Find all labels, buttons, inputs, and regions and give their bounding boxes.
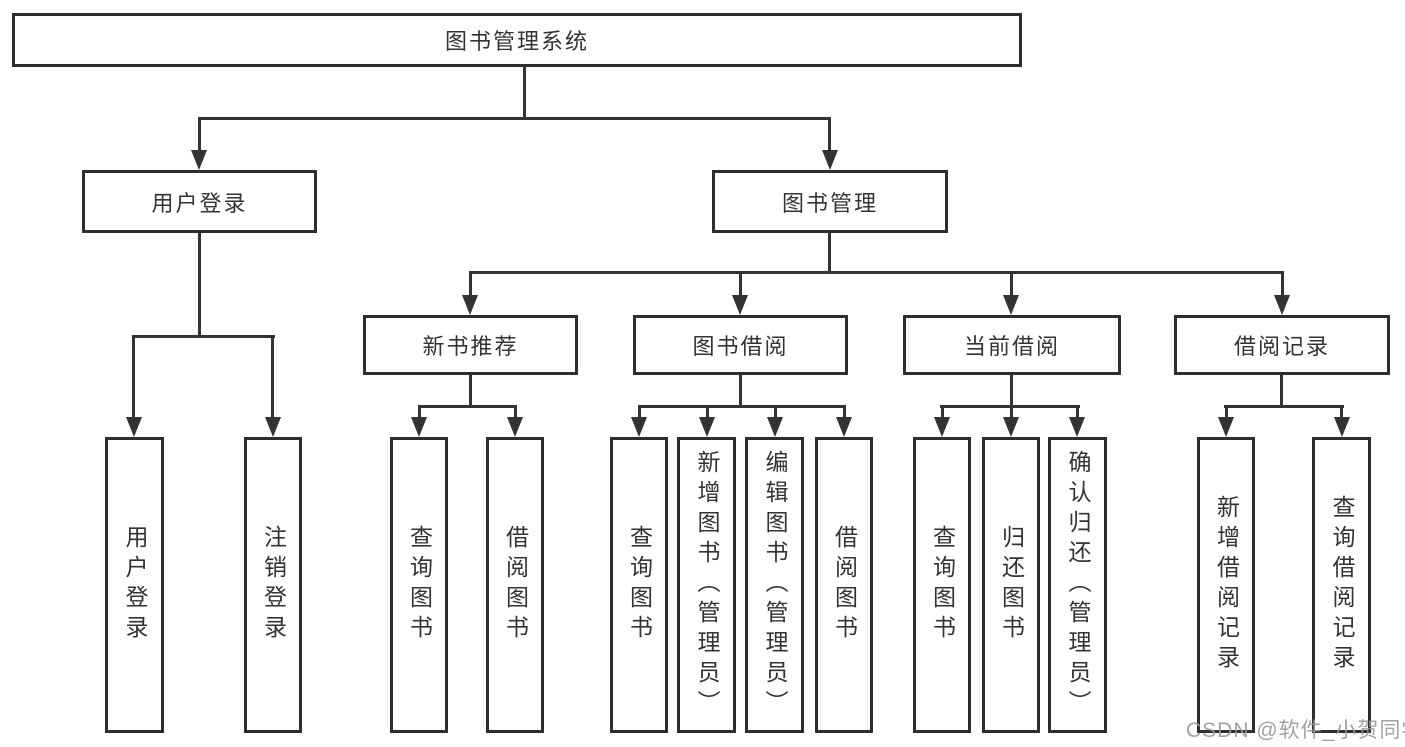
arrow-down-icon xyxy=(507,417,523,437)
connector-to-leaf xyxy=(941,405,944,419)
leaf-user-login: 用户登录 xyxy=(105,437,164,733)
node-label: 新书推荐 xyxy=(422,334,519,359)
leaf-query-books-borrow: 查询图书 xyxy=(610,437,668,733)
leaf-add-borrow-record: 新增借阅记录 xyxy=(1197,437,1255,733)
node-label: 图书管理 xyxy=(781,190,878,216)
connector-to-leaf xyxy=(774,405,777,419)
leaf-query-borrow-record: 查询借阅记录 xyxy=(1312,437,1371,733)
connector-user-login-horizontal xyxy=(132,335,275,338)
arrow-down-icon xyxy=(1334,417,1350,437)
watermark: CSDN @软件_小贺同学 xyxy=(1186,719,1405,742)
leaf-query-books-current: 查询图书 xyxy=(913,437,971,733)
node-label: 图书管理系统 xyxy=(444,29,589,54)
connector-group-stem xyxy=(469,375,472,407)
connector-to-leaf xyxy=(132,335,135,419)
node-user-login: 用户登录 xyxy=(82,170,317,233)
connector-group-horizontal xyxy=(418,405,517,408)
arrow-down-icon xyxy=(836,417,852,437)
connector-to-leaf xyxy=(271,335,274,419)
connector-to-leaf xyxy=(638,405,641,419)
connector-to-leaf xyxy=(1225,405,1228,419)
leaf-label: 确认归还（管理员） xyxy=(1065,450,1091,720)
node-label: 当前借阅 xyxy=(963,334,1060,359)
leaf-label: 借阅图书 xyxy=(831,525,858,645)
connector-group-stem xyxy=(739,375,742,407)
node-label: 图书借阅 xyxy=(692,334,789,359)
connector-to-leaf xyxy=(706,405,709,419)
arrow-down-icon xyxy=(411,417,427,437)
connector-group-stem xyxy=(1280,375,1283,407)
leaf-borrow-books: 借阅图书 xyxy=(815,437,873,733)
connector-user-login-stem xyxy=(198,233,201,337)
leaf-label: 查询图书 xyxy=(929,525,956,645)
connector-to-leaf xyxy=(843,405,846,419)
node-book-borrowing: 图书借阅 xyxy=(633,315,848,375)
connector-level3-horizontal xyxy=(469,271,1283,274)
node-current-borrowing: 当前借阅 xyxy=(903,315,1121,375)
node-book-management: 图书管理 xyxy=(712,170,948,233)
connector-root-stem xyxy=(523,67,526,119)
leaf-borrow-books-recommend: 借阅图书 xyxy=(486,437,544,733)
connector-to-leaf xyxy=(469,271,472,299)
arrow-down-icon xyxy=(1003,417,1019,437)
node-label: 借阅记录 xyxy=(1233,334,1330,359)
leaf-label: 新增图书（管理员） xyxy=(694,450,720,720)
arrow-down-icon xyxy=(462,295,478,315)
leaf-label: 注销登录 xyxy=(260,525,287,645)
arrow-down-icon xyxy=(767,417,783,437)
arrow-down-icon xyxy=(191,150,207,170)
connector-to-leaf xyxy=(1010,271,1013,299)
connector-to-leaf xyxy=(514,405,517,419)
arrow-down-icon xyxy=(1003,295,1019,315)
connector-group-horizontal xyxy=(638,405,846,408)
leaf-label: 借阅图书 xyxy=(502,525,529,645)
connector-to-leaf xyxy=(1340,405,1343,419)
arrow-down-icon xyxy=(631,417,647,437)
arrow-down-icon xyxy=(822,150,838,170)
leaf-label: 用户登录 xyxy=(122,525,148,645)
arrow-down-icon xyxy=(1274,295,1290,315)
node-borrowing-records: 借阅记录 xyxy=(1174,315,1390,375)
connector-level1-horizontal xyxy=(198,117,831,120)
connector-book-management-stem xyxy=(828,233,831,274)
arrow-down-icon xyxy=(1069,417,1085,437)
leaf-label: 查询图书 xyxy=(406,525,433,645)
leaf-confirm-return-admin: 确认归还（管理员） xyxy=(1048,437,1107,733)
arrow-down-icon xyxy=(126,417,142,437)
leaf-label: 新增借阅记录 xyxy=(1213,495,1240,675)
connector-to-leaf xyxy=(418,405,421,419)
leaf-label: 查询图书 xyxy=(626,525,653,645)
node-library-management-system: 图书管理系统 xyxy=(12,13,1022,67)
arrow-down-icon xyxy=(1218,417,1234,437)
leaf-logout: 注销登录 xyxy=(244,437,302,733)
connector-to-book-management xyxy=(828,117,831,151)
leaf-return-books: 归还图书 xyxy=(982,437,1040,733)
connector-group-stem xyxy=(1010,375,1013,407)
connector-to-user-login xyxy=(198,117,201,151)
connector-group-horizontal xyxy=(1224,405,1344,408)
leaf-label: 查询借阅记录 xyxy=(1329,495,1355,675)
arrow-down-icon xyxy=(934,417,950,437)
node-label: 用户登录 xyxy=(151,190,248,216)
connector-to-leaf xyxy=(739,271,742,299)
leaf-label: 编辑图书（管理员） xyxy=(762,450,788,720)
connector-to-leaf xyxy=(1076,405,1079,419)
arrow-down-icon xyxy=(265,417,281,437)
connector-to-leaf xyxy=(1281,271,1284,299)
leaf-query-books-recommend: 查询图书 xyxy=(390,437,448,733)
connector-to-leaf xyxy=(1010,405,1013,419)
arrow-down-icon xyxy=(699,417,715,437)
arrow-down-icon xyxy=(732,295,748,315)
leaf-add-books-admin: 新增图书（管理员） xyxy=(677,437,736,733)
leaf-edit-books-admin: 编辑图书（管理员） xyxy=(745,437,804,733)
node-new-book-recommendation: 新书推荐 xyxy=(363,315,578,375)
leaf-label: 归还图书 xyxy=(998,525,1025,645)
